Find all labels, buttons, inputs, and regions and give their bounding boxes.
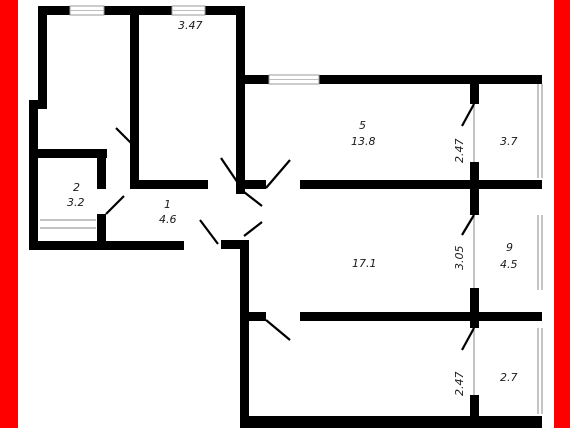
room-5-number: 5 — [359, 119, 366, 132]
window-top-middle — [171, 5, 206, 16]
middle-wall-dim: 3.05 — [453, 246, 466, 271]
doors — [105, 103, 475, 351]
bottom-wall-dim: 2.47 — [453, 372, 466, 397]
room-9-area: 4.5 — [500, 258, 518, 271]
room-5-area: 13.8 — [351, 135, 376, 148]
room-9-number: 9 — [506, 241, 513, 254]
room-1-area: 4.6 — [159, 213, 177, 226]
top-room-label: 3.47 — [178, 19, 203, 32]
room-5-balcony-label: 3.7 — [500, 135, 518, 148]
window-top-left — [69, 5, 105, 16]
walls-right-block — [221, 75, 542, 428]
bottom-balcony-label: 2.7 — [500, 371, 518, 384]
left-frame-bar — [0, 0, 18, 428]
room-1-number: 1 — [164, 198, 171, 211]
balcony-glazing — [473, 84, 543, 414]
window-right-top — [268, 74, 320, 85]
right-frame-bar — [554, 0, 570, 428]
room-5-wall-dim: 2.47 — [453, 139, 466, 164]
walls-top-left-block — [29, 6, 245, 250]
room-2-number: 2 — [73, 181, 80, 194]
window-left-small — [40, 219, 96, 229]
room-2-area: 3.2 — [67, 196, 85, 209]
middle-room-label: 17.1 — [352, 257, 377, 270]
